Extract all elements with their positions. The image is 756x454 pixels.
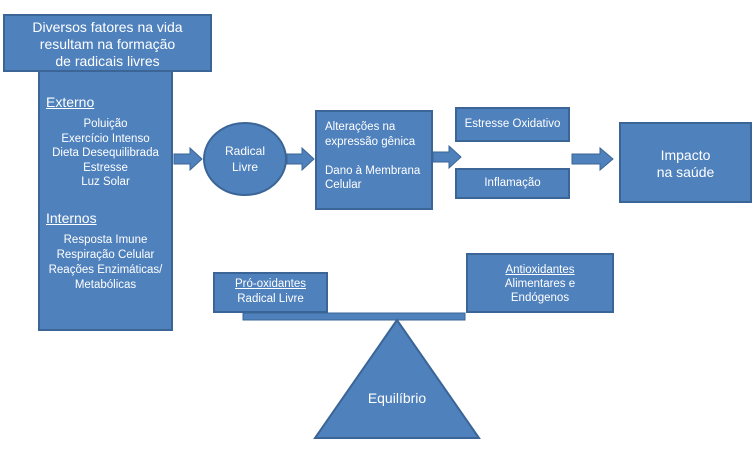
internal-item: Reações Enzimáticas/ xyxy=(48,264,163,276)
internal-item: Metabólicas xyxy=(74,279,137,291)
radical-line-2: Livre xyxy=(231,160,258,174)
title-box: Diversos fatores na vida resultam na for… xyxy=(3,14,212,72)
internal-heading: Internos xyxy=(46,210,97,226)
radical-line-1: Radical xyxy=(224,144,266,158)
arrow-radical-to-alterations xyxy=(286,146,315,172)
antioxidants-line-1: Alimentares e xyxy=(504,278,576,290)
balance-beam xyxy=(242,312,466,321)
external-list: Poluição Exercício Intenso Dieta Desequi… xyxy=(40,117,171,190)
radical-label: Radical Livre xyxy=(204,143,286,175)
alterations-box: Alterações na expressão gênica Dano à Me… xyxy=(315,110,433,210)
internal-list: Resposta Imune Respiração Celular Reaçõe… xyxy=(40,233,171,293)
fulcrum-label: Equilíbrio xyxy=(367,390,427,406)
impact-line-1: Impacto xyxy=(660,147,711,163)
external-item: Exercício Intenso xyxy=(61,132,150,145)
oxidative-stress-label: Estresse Oxidativo xyxy=(464,118,561,130)
external-item: Estresse xyxy=(83,161,128,174)
pro-oxidants-text: Radical Livre xyxy=(237,293,304,305)
impact-line-2: na saúde xyxy=(656,164,715,180)
internal-item: Respiração Celular xyxy=(56,249,155,261)
alterations-spacer xyxy=(325,149,431,164)
alterations-line-2: expressão gênica xyxy=(325,135,416,148)
sources-box: Externo Poluição Exercício Intenso Dieta… xyxy=(38,70,173,331)
external-item: Dieta Desequilibrada xyxy=(52,147,159,159)
fulcrum-triangle xyxy=(313,318,481,439)
antioxidants-box: Antioxidantes Alimentares e Endógenos xyxy=(466,253,614,313)
external-item: Poluição xyxy=(83,118,128,130)
title-line-3: de radicais livres xyxy=(55,53,160,69)
oxidative-stress-box: Estresse Oxidativo xyxy=(455,107,570,142)
arrow-alterations-to-effects xyxy=(432,144,462,170)
alterations-line-1: Alterações na xyxy=(325,121,396,133)
pro-oxidants-box: Pró-oxidantes Radical Livre xyxy=(213,272,328,313)
inflammation-label: Inflamação xyxy=(484,177,541,189)
internal-item: Resposta Imune xyxy=(63,234,148,246)
arrow-effects-to-impact xyxy=(571,146,614,172)
antioxidants-line-2: Endógenos xyxy=(510,292,570,304)
arrow-sources-to-radical xyxy=(173,146,203,172)
radical-circle xyxy=(203,122,287,196)
antioxidants-heading: Antioxidantes xyxy=(505,264,575,276)
alterations-line-5: Celular xyxy=(325,179,362,191)
alterations-line-4: Dano à Membrana xyxy=(325,164,421,177)
external-item: Luz Solar xyxy=(81,176,130,188)
title-line-1: Diversos fatores na vida xyxy=(32,19,183,35)
external-heading: Externo xyxy=(46,94,95,110)
inflammation-box: Inflamação xyxy=(455,168,570,199)
title-line-2: resultam na formação xyxy=(39,36,176,52)
impact-box: Impacto na saúde xyxy=(619,122,752,203)
pro-oxidants-heading: Pró-oxidantes xyxy=(235,278,306,290)
